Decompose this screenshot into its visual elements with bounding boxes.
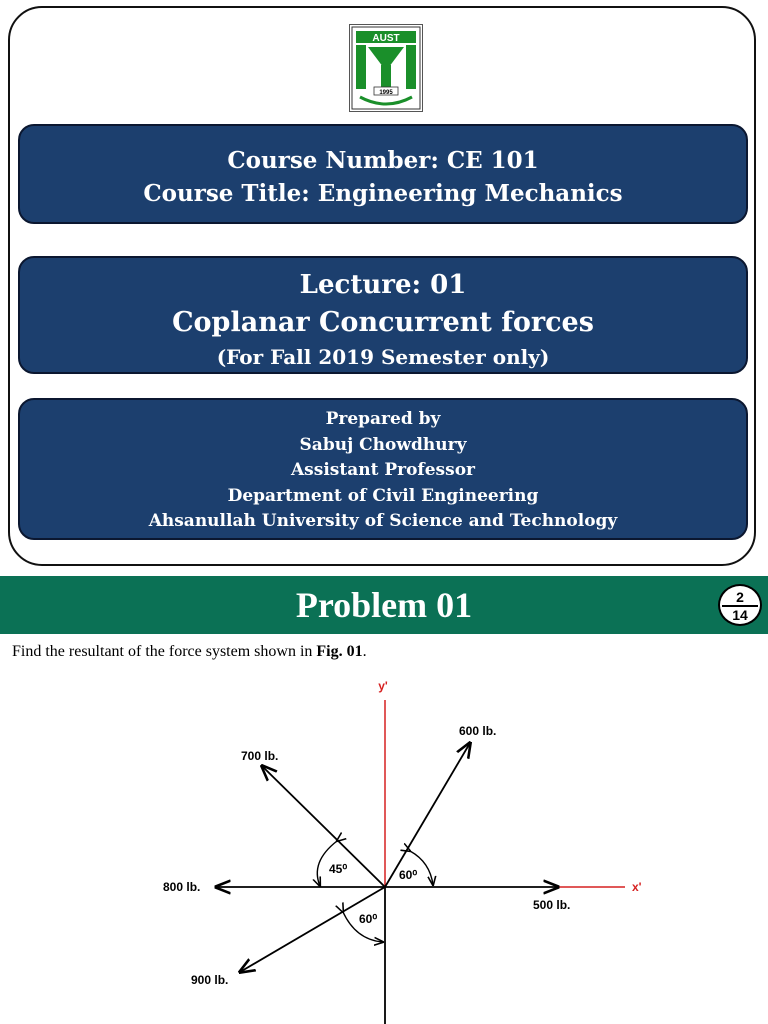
force-900-vector bbox=[240, 886, 386, 972]
fraction-bar bbox=[722, 605, 758, 607]
angle-60-lower-label: 60⁰ bbox=[359, 912, 377, 926]
page-current: 2 bbox=[736, 589, 744, 605]
course-info-panel: Course Number: CE 101 Course Title: Engi… bbox=[18, 124, 748, 224]
lecture-panel: Lecture: 01 Coplanar Concurrent forces (… bbox=[18, 256, 748, 374]
statement-end: . bbox=[362, 643, 367, 660]
lecture-note: (For Fall 2019 Semester only) bbox=[216, 345, 550, 369]
problem-header: Problem 01 2 14 bbox=[0, 576, 768, 634]
force-600-vector bbox=[384, 743, 470, 888]
author-name: Sabuj Chowdhury bbox=[299, 434, 467, 455]
aust-seal-icon: AUST 1995 bbox=[351, 26, 421, 110]
force-diagram: y' x' 600 lb. 700 lb. 800 lb. 500 lb. 90… bbox=[163, 679, 642, 1024]
x-axis-label: x' bbox=[632, 880, 642, 894]
statement-text: Find the resultant of the force system s… bbox=[12, 643, 317, 660]
angle-60-upper-arc bbox=[410, 851, 433, 885]
course-number: Course Number: CE 101 bbox=[227, 147, 539, 174]
course-title: Course Title: Engineering Mechanics bbox=[143, 180, 623, 207]
author-panel: Prepared by Sabuj Chowdhury Assistant Pr… bbox=[18, 398, 748, 540]
angle-45-label: 45⁰ bbox=[329, 862, 347, 876]
lecture-topic: Coplanar Concurrent forces bbox=[172, 307, 594, 338]
prepared-by: Prepared by bbox=[325, 409, 441, 429]
force-500-label: 500 lb. bbox=[533, 898, 570, 912]
author-position: Assistant Professor bbox=[290, 460, 475, 480]
page-total: 14 bbox=[732, 607, 748, 623]
author-department: Department of Civil Engineering bbox=[227, 485, 539, 506]
logo-text: AUST bbox=[372, 33, 399, 44]
lecture-number: Lecture: 01 bbox=[299, 270, 467, 300]
angle-45-arc bbox=[317, 841, 337, 886]
angle-60-lower-arc bbox=[343, 912, 383, 942]
title-slide: AUST 1995 Course Number: CE 101 Course T… bbox=[8, 6, 756, 566]
angle-60-upper-label: 60⁰ bbox=[399, 868, 417, 882]
author-university: Ahsanullah University of Science and Tec… bbox=[148, 511, 618, 531]
force-800-label: 800 lb. bbox=[163, 880, 200, 894]
force-600-label: 600 lb. bbox=[459, 724, 496, 738]
problem-title: Problem 01 bbox=[295, 585, 473, 625]
force-700-vector bbox=[262, 766, 386, 888]
problem-statement: Find the resultant of the force system s… bbox=[12, 643, 367, 661]
figure-reference: Fig. 01 bbox=[316, 643, 363, 660]
y-axis-label: y' bbox=[378, 679, 388, 693]
force-700-label: 700 lb. bbox=[241, 749, 278, 763]
page-counter-badge: 2 14 bbox=[718, 584, 762, 626]
logo-year: 1995 bbox=[379, 90, 393, 96]
force-900-label: 900 lb. bbox=[191, 973, 228, 987]
university-logo: AUST 1995 bbox=[349, 24, 423, 112]
